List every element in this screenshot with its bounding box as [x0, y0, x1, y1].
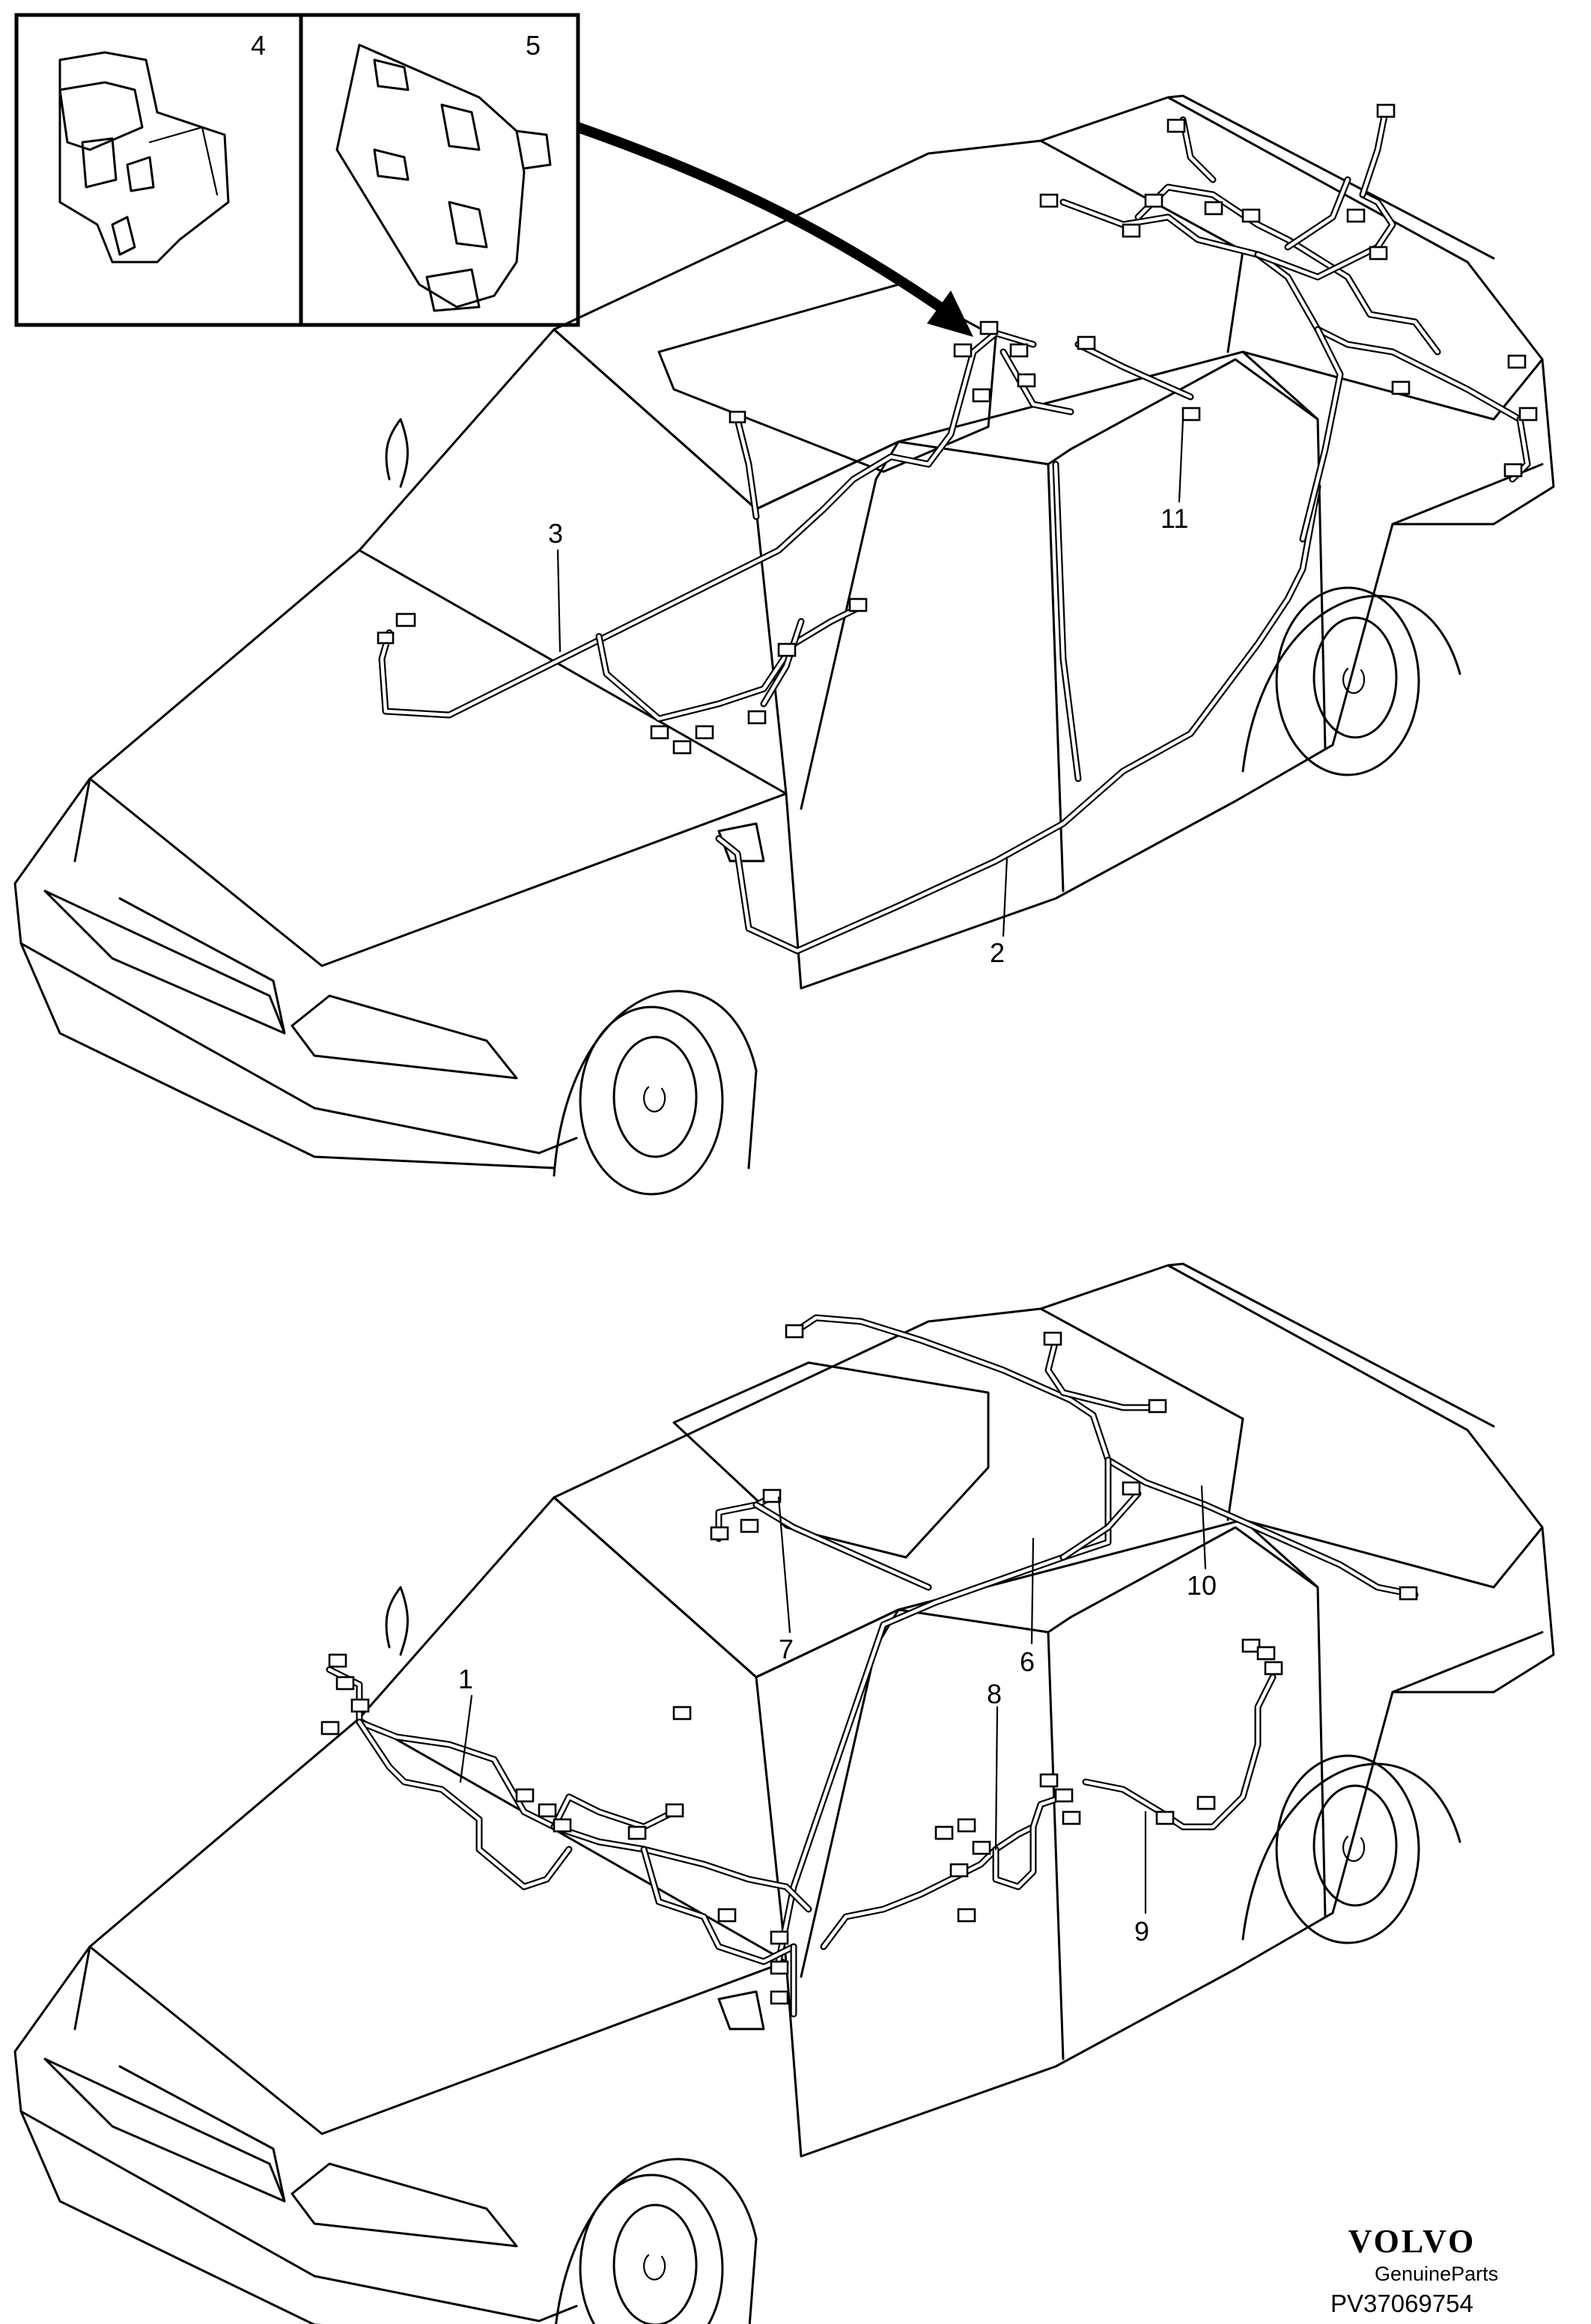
callout-2: 2: [990, 937, 1005, 968]
inset-panel-4: 4: [14, 13, 303, 327]
callout-1: 1: [458, 1664, 473, 1694]
volvo-logo: VOLVO: [1348, 2223, 1476, 2260]
connector-group-upper: [377, 103, 1538, 755]
inset-panel-5: 5: [299, 13, 580, 327]
lower-car-harnesses: [320, 1314, 1419, 2018]
callout-9: 9: [1134, 1916, 1149, 1947]
callout-3: 3: [548, 518, 563, 549]
lower-car-illustration: [13, 1262, 1555, 2324]
genuine-parts-tagline: GenuineParts: [1375, 2263, 1499, 2285]
callout-5: 5: [526, 30, 541, 61]
upper-car-harnesses: [377, 103, 1538, 955]
connector-group-lower: [320, 1324, 1418, 2005]
upper-car-illustration: [13, 94, 1555, 1196]
callout-8: 8: [987, 1679, 1002, 1709]
inset-pointer-arrow: [576, 122, 973, 337]
callout-4: 4: [251, 30, 266, 61]
part-number: PV37069754: [1330, 2290, 1473, 2317]
callout-11: 11: [1160, 503, 1188, 534]
callout-6: 6: [1020, 1646, 1035, 1677]
callout-10: 10: [1187, 1570, 1217, 1601]
callout-7: 7: [779, 1634, 794, 1664]
